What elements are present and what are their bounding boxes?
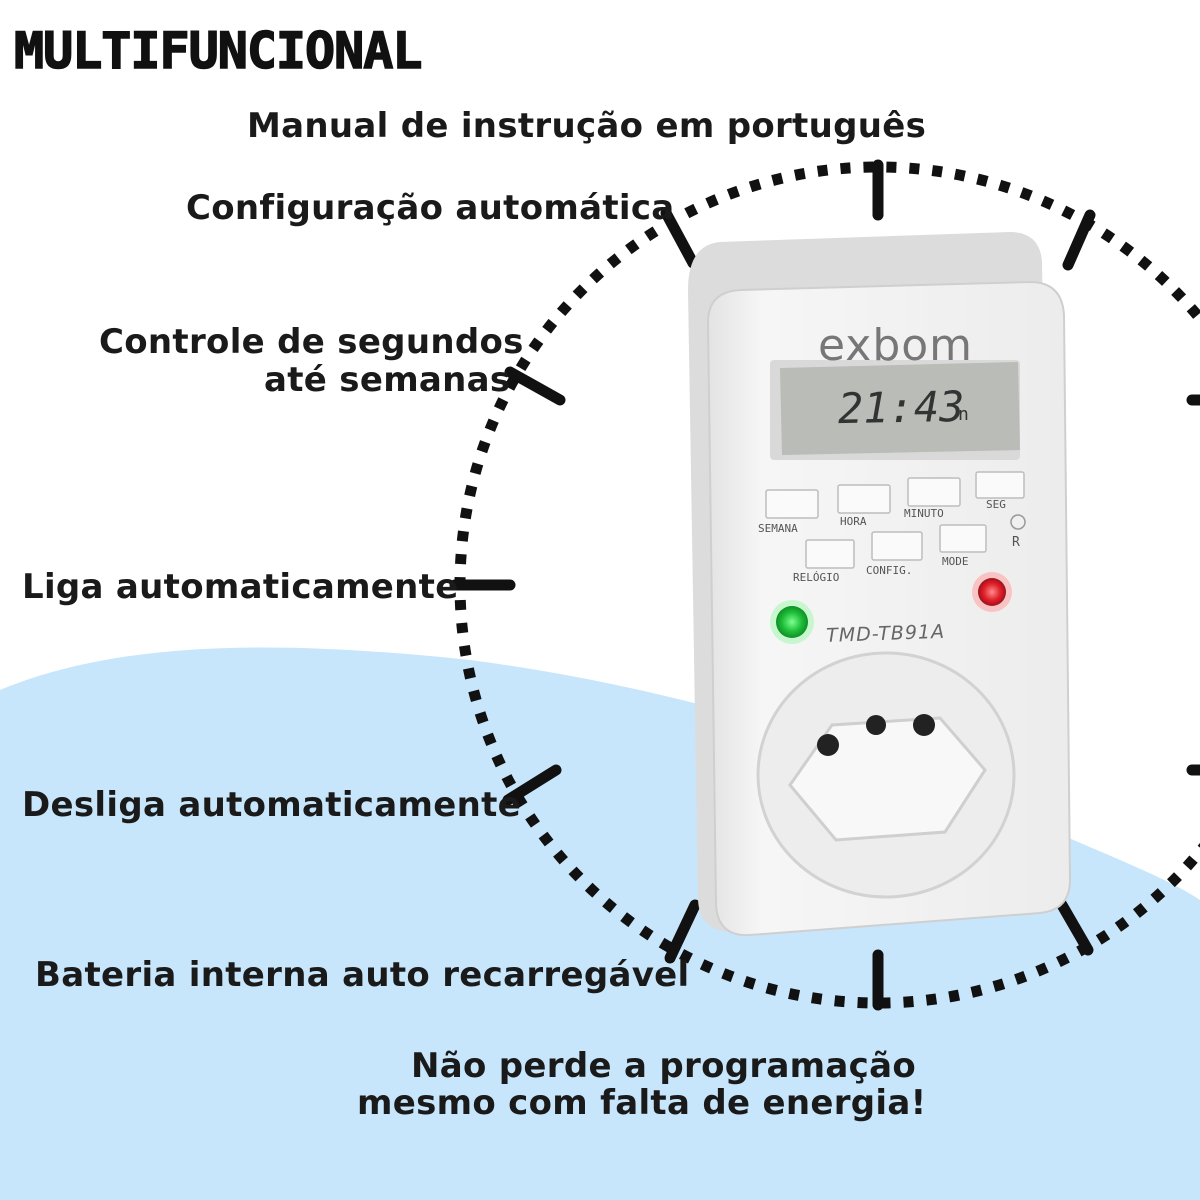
button-relogio [805,539,855,569]
button-minuto [907,477,961,507]
feature-nao-perde-line1: Não perde a programação [411,1046,917,1086]
dial-tick-8 [502,764,562,806]
feature-desliga: Desliga automaticamente [22,785,521,825]
page-title: MULTIFUNCIONAL [13,21,423,81]
dial-tick-11 [660,207,699,269]
model-label: TMD-TB91A [826,621,946,647]
feature-liga: Liga automaticamente [22,567,459,607]
button-semana [765,489,819,519]
label-relogio: RELÓGIO [793,571,839,584]
dial-tick-7 [664,899,701,964]
button-seg [975,471,1025,499]
socket-hexagon [788,716,987,842]
feature-config: Configuração automática [186,188,675,228]
button-mode [939,524,987,553]
feature-controle-line2: até semanas [264,360,511,400]
feature-bateria: Bateria interna auto recarregável [35,955,690,995]
label-reset: R [1012,535,1020,550]
socket-hole-left [817,734,839,756]
feature-controle-line1: Controle de segundos [99,322,524,362]
lcd-suffix: n [958,404,969,425]
lcd-screen [780,362,1020,455]
label-semana: SEMANA [758,522,798,535]
dial-tick-1 [1062,209,1096,271]
dial-tick-5 [1056,899,1094,956]
feature-manual: Manual de instrução em português [247,106,927,146]
socket-hole-right [913,714,935,736]
label-seg: SEG [986,498,1006,511]
brand-logo: exbom [818,320,973,371]
reset-button [1010,514,1026,530]
socket-hole-mid [866,715,886,735]
label-hora: HORA [840,515,867,528]
label-mode: MODE [942,555,969,568]
label-config: CONFIG. [866,564,912,577]
button-hora [837,484,891,514]
lcd-time: 21:43 [838,382,965,433]
button-config [871,531,923,561]
feature-nao-perde-line2: mesmo com falta de energia! [357,1083,927,1123]
dial-tick-10 [504,366,566,406]
label-minuto: MINUTO [904,507,944,520]
